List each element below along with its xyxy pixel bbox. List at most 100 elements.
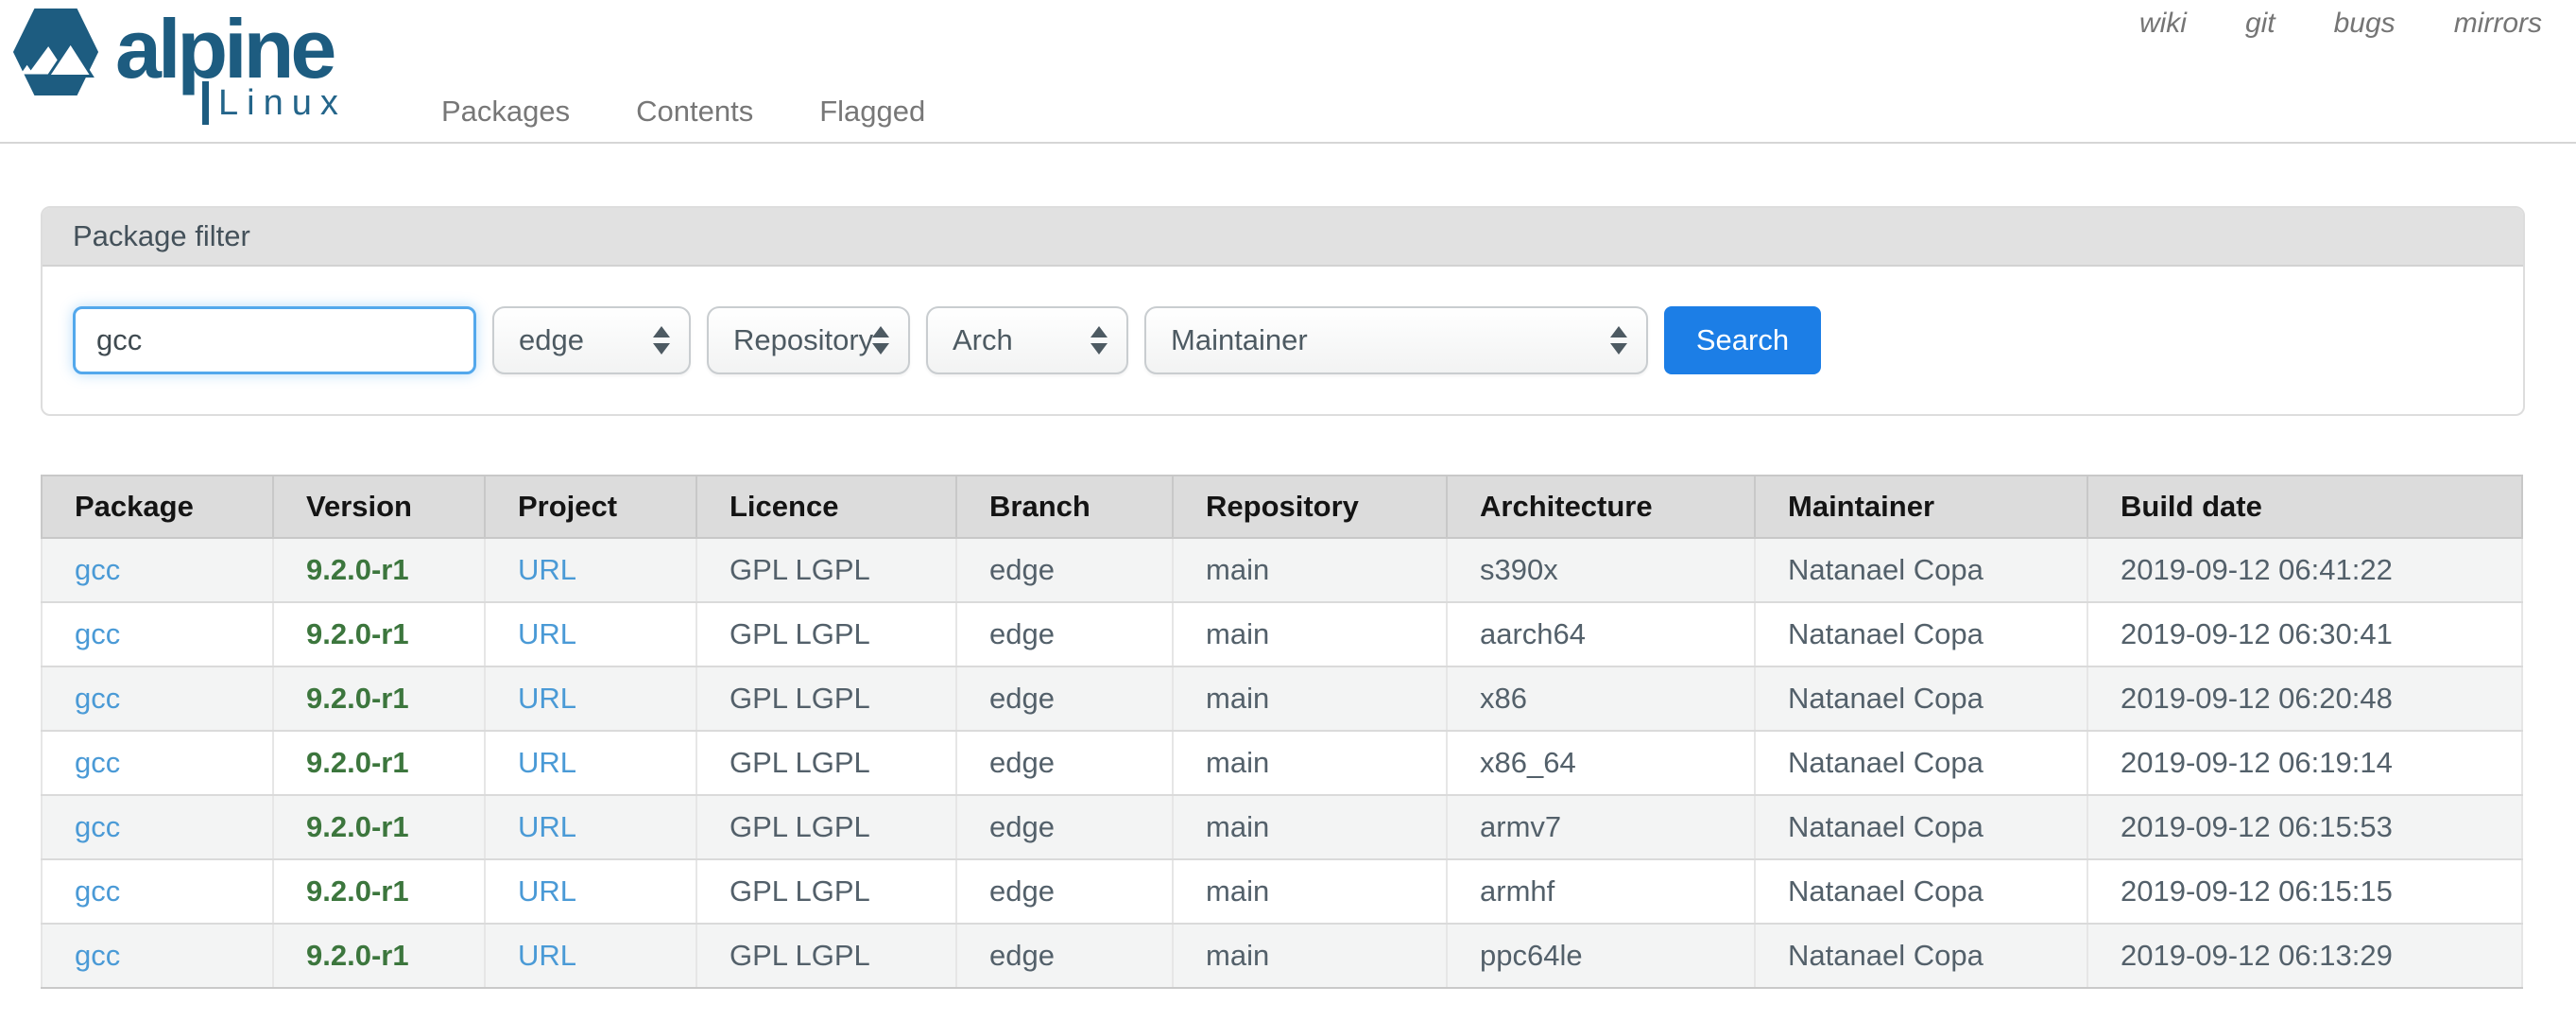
cell-architecture: x86_64 (1446, 731, 1756, 796)
build-date-value: 2019-09-12 06:15:15 (2121, 874, 2393, 908)
cell-branch: edge (955, 859, 1174, 925)
cell-maintainer: Natanael Copa (1754, 859, 2088, 925)
architecture-value: x86 (1480, 682, 1527, 715)
project-link[interactable]: URL (518, 874, 577, 908)
nav-item-packages[interactable]: Packages (441, 95, 571, 128)
cell-package: gcc (41, 731, 274, 796)
project-link[interactable]: URL (518, 810, 577, 843)
cell-licence: GPL LGPL (696, 538, 957, 603)
project-link[interactable]: URL (518, 553, 577, 586)
column-header-build-date: Build date (2087, 475, 2523, 539)
repository-value: main (1206, 746, 1270, 779)
cell-maintainer: Natanael Copa (1754, 602, 2088, 667)
branch-select[interactable]: edge (492, 306, 691, 374)
logo-text-alpine: alpine (115, 2, 336, 95)
alpine-logo[interactable]: alpine Linux (9, 6, 347, 125)
cell-maintainer: Natanael Copa (1754, 666, 2088, 732)
cell-build-date: 2019-09-12 06:15:15 (2087, 859, 2523, 925)
column-header-architecture: Architecture (1446, 475, 1756, 539)
project-link[interactable]: URL (518, 617, 577, 650)
table-row: gcc 9.2.0-r1 URL GPL LGPL edge main x86 Natanae… (41, 666, 2523, 732)
cell-licence: GPL LGPL (696, 795, 957, 860)
arch-select-value: Arch (953, 323, 1013, 356)
bugs-link[interactable]: bugs (2333, 8, 2396, 39)
logo-linux-bar (202, 81, 209, 125)
architecture-value: ppc64le (1480, 939, 1583, 972)
cell-maintainer: Natanael Copa (1754, 795, 2088, 860)
architecture-value: armhf (1480, 874, 1555, 908)
architecture-value: armv7 (1480, 810, 1562, 843)
logo-wordmark: alpine Linux (115, 2, 347, 125)
cell-architecture: ppc64le (1446, 924, 1756, 989)
repository-select-value: Repository (733, 323, 874, 356)
maintainer-select[interactable]: Maintainer (1144, 306, 1648, 374)
build-date-value: 2019-09-12 06:19:14 (2121, 746, 2393, 779)
nav-item-flagged[interactable]: Flagged (819, 95, 926, 128)
branch-value: edge (989, 746, 1055, 779)
cell-branch: edge (955, 666, 1174, 732)
branch-value: edge (989, 939, 1055, 972)
cell-package: gcc (41, 666, 274, 732)
architecture-value: s390x (1480, 553, 1558, 586)
cell-repository: main (1172, 602, 1448, 667)
mirrors-link[interactable]: mirrors (2453, 8, 2542, 39)
cell-project: URL (484, 859, 697, 925)
licence-value: GPL LGPL (730, 810, 870, 843)
panel-title: Package filter (43, 208, 2523, 267)
package-link[interactable]: gcc (75, 553, 121, 586)
repository-value: main (1206, 682, 1270, 715)
project-link[interactable]: URL (518, 682, 577, 715)
search-button[interactable]: Search (1664, 306, 1821, 374)
build-date-value: 2019-09-12 06:15:53 (2121, 810, 2393, 843)
git-link[interactable]: git (2244, 8, 2275, 39)
maintainer-value: Natanael Copa (1788, 939, 1984, 972)
version-value: 9.2.0-r1 (306, 746, 409, 779)
external-links: wiki git bugs mirrors (2139, 8, 2542, 40)
cell-architecture: s390x (1446, 538, 1756, 603)
project-link[interactable]: URL (518, 939, 577, 972)
cell-package: gcc (41, 859, 274, 925)
package-link[interactable]: gcc (75, 810, 121, 843)
column-header-project: Project (484, 475, 697, 539)
cell-licence: GPL LGPL (696, 924, 957, 989)
package-link[interactable]: gcc (75, 682, 121, 715)
wiki-link[interactable]: wiki (2138, 8, 2187, 39)
cell-version: 9.2.0-r1 (272, 859, 486, 925)
cell-architecture: aarch64 (1446, 602, 1756, 667)
cell-maintainer: Natanael Copa (1754, 731, 2088, 796)
cell-repository: main (1172, 859, 1448, 925)
cell-architecture: armhf (1446, 859, 1756, 925)
cell-project: URL (484, 924, 697, 989)
column-header-repository: Repository (1172, 475, 1448, 539)
cell-repository: main (1172, 666, 1448, 732)
project-link[interactable]: URL (518, 746, 577, 779)
package-link[interactable]: gcc (75, 874, 121, 908)
branch-value: edge (989, 810, 1055, 843)
select-caret-icon (872, 326, 889, 355)
filter-form: edge Repository Arch Maintainer Search (43, 267, 2523, 414)
cell-repository: main (1172, 924, 1448, 989)
licence-value: GPL LGPL (730, 682, 870, 715)
cell-branch: edge (955, 602, 1174, 667)
version-value: 9.2.0-r1 (306, 810, 409, 843)
package-link[interactable]: gcc (75, 939, 121, 972)
cell-version: 9.2.0-r1 (272, 538, 486, 603)
package-link[interactable]: gcc (75, 617, 121, 650)
branch-value: edge (989, 682, 1055, 715)
cell-maintainer: Natanael Copa (1754, 924, 2088, 989)
main-nav: Packages Contents Flagged (441, 95, 925, 129)
package-link[interactable]: gcc (75, 746, 121, 779)
cell-build-date: 2019-09-12 06:30:41 (2087, 602, 2523, 667)
build-date-value: 2019-09-12 06:20:48 (2121, 682, 2393, 715)
cell-build-date: 2019-09-12 06:19:14 (2087, 731, 2523, 796)
cell-build-date: 2019-09-12 06:15:53 (2087, 795, 2523, 860)
arch-select[interactable]: Arch (926, 306, 1128, 374)
repository-select[interactable]: Repository (707, 306, 910, 374)
nav-item-contents[interactable]: Contents (636, 95, 754, 128)
package-name-input[interactable] (73, 306, 476, 374)
repository-value: main (1206, 810, 1270, 843)
cell-package: gcc (41, 538, 274, 603)
version-value: 9.2.0-r1 (306, 682, 409, 715)
cell-project: URL (484, 666, 697, 732)
